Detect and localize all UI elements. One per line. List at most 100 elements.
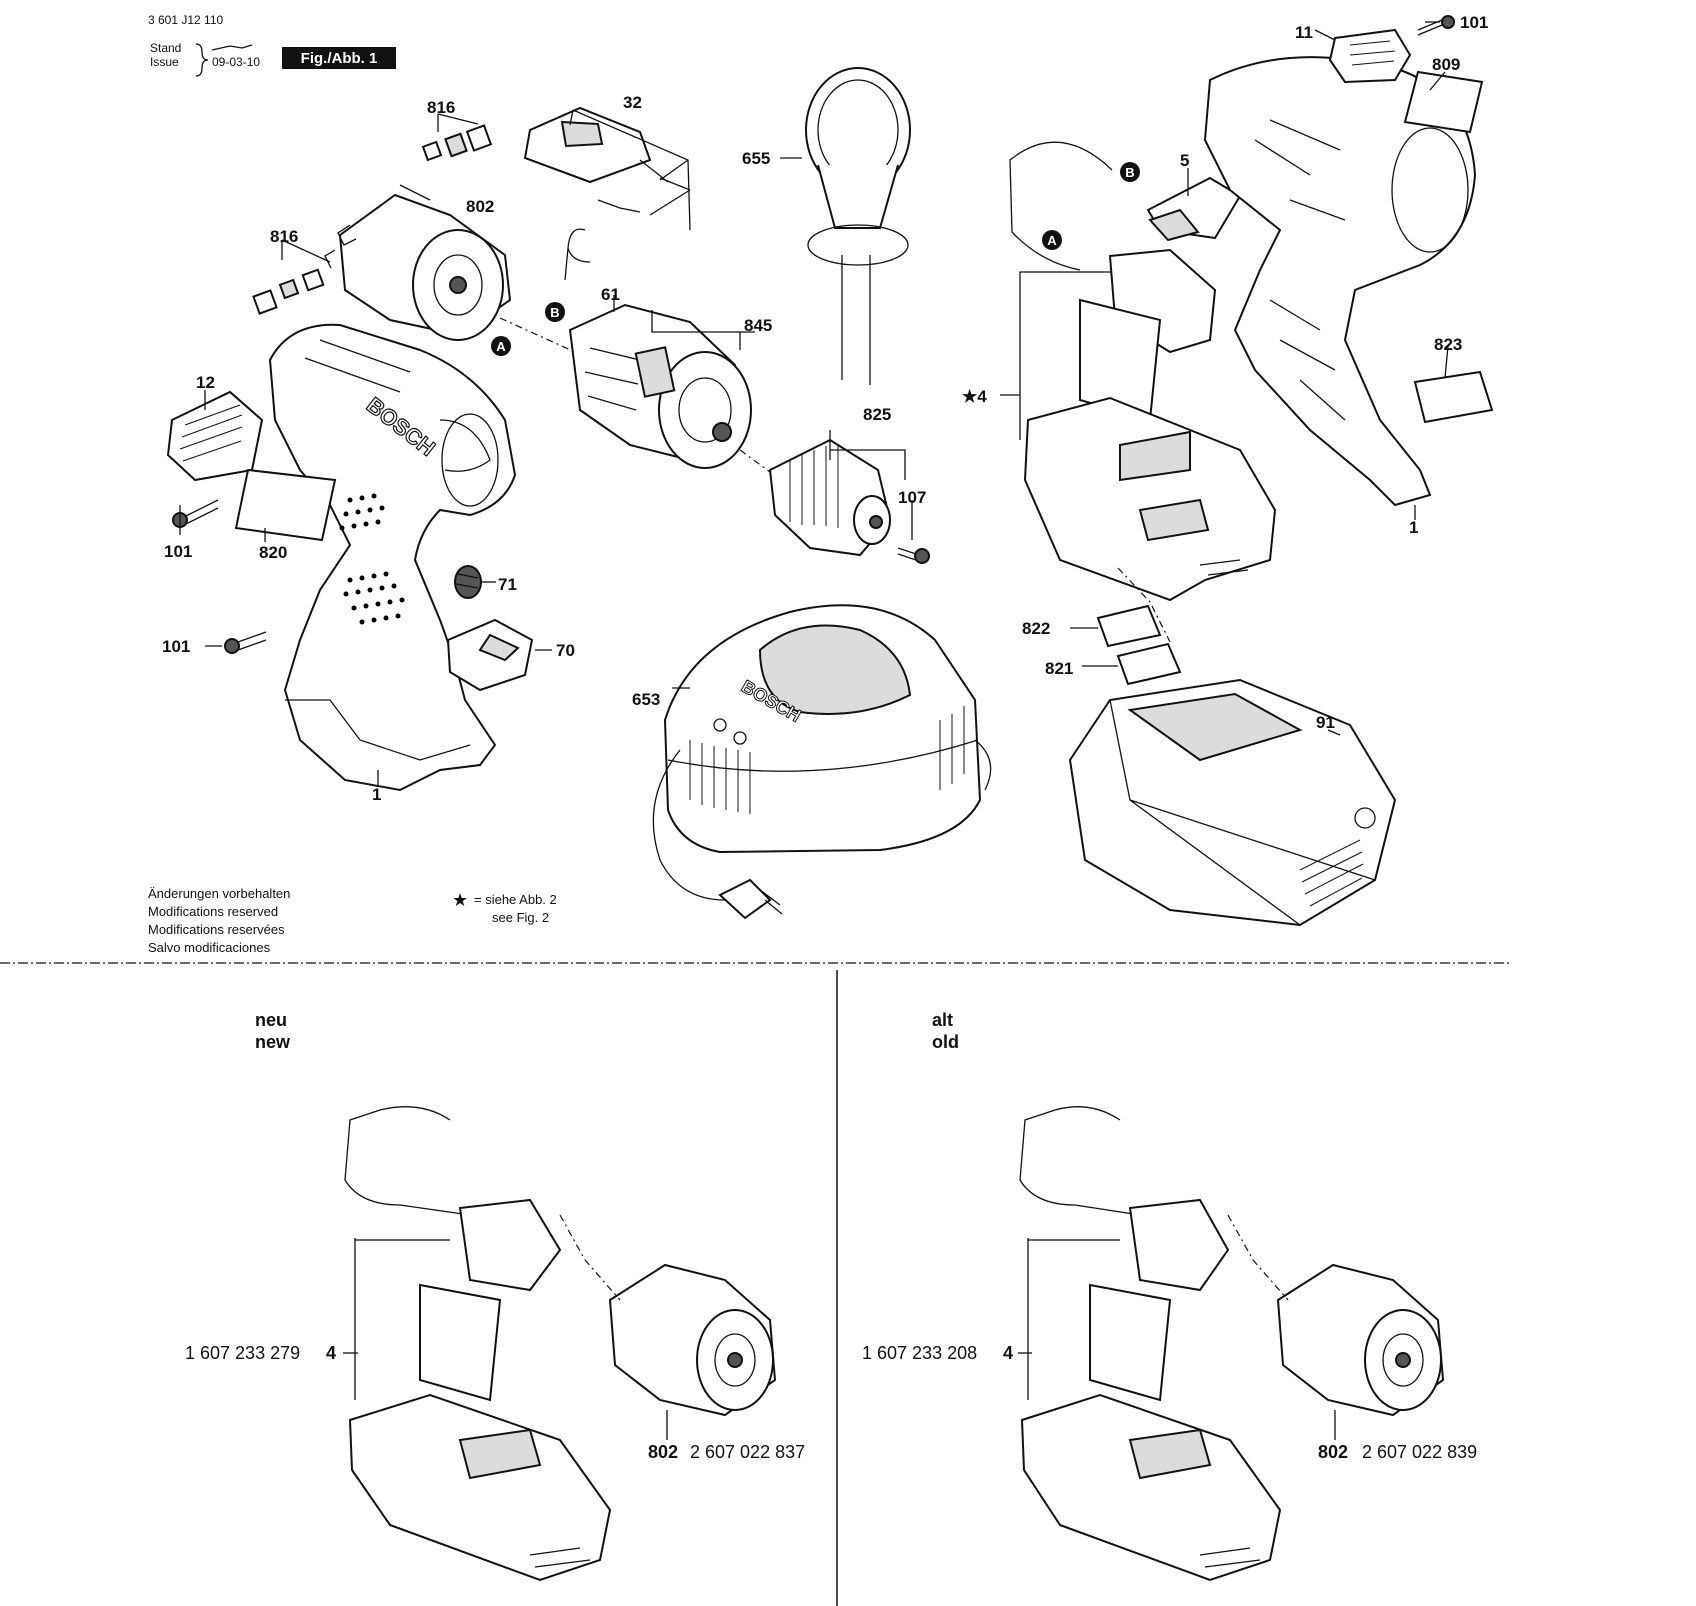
axis-motor-gearbox [499, 317, 576, 353]
label-821-drawing [1116, 642, 1182, 686]
stand-label: Stand [150, 41, 181, 55]
leader-lines-center [569, 109, 913, 540]
brush-holder-top [421, 124, 493, 162]
leader-lines-left [179, 113, 552, 785]
note-line-en: Modifications reserved [148, 904, 278, 919]
part-label-1-left: 1 [372, 785, 381, 804]
part-label-12: 12 [196, 373, 215, 392]
variant-old-module-drawing [1019, 1106, 1282, 1582]
issue-label: Issue [150, 55, 179, 69]
part-label-11: 11 [1295, 23, 1313, 42]
part-label-809: 809 [1432, 55, 1460, 74]
brace-icon [195, 43, 209, 77]
variant-old-label-en: old [932, 1032, 959, 1052]
svg-text:A: A [496, 339, 506, 354]
variant-new-module-leader [354, 1238, 450, 1400]
header: 3 601 J12 110 Stand Issue 09-03-10 Fig./… [148, 13, 396, 77]
part-label-5: 5 [1180, 151, 1189, 170]
part-labels: 816 32 802 816 61 845 655 12 825 107 101… [162, 13, 1488, 804]
label-820-drawing [234, 468, 337, 542]
marker-b-right: B [1120, 162, 1140, 182]
part-label-91: 91 [1316, 713, 1335, 732]
figure-badge: Fig./Abb. 1 [301, 50, 378, 67]
svg-text:A: A [1047, 233, 1057, 248]
drill-housing-assembly: BOSCH [166, 113, 552, 792]
variant-old-axis [1227, 1214, 1289, 1301]
variant-new-label-en: new [255, 1032, 291, 1052]
part-label-820: 820 [259, 543, 287, 562]
part-label-4: 4 [977, 387, 987, 406]
housing-half-1-drawing [1203, 56, 1477, 507]
star-marker: ★ [962, 387, 978, 406]
label-823-drawing [1413, 370, 1494, 424]
part-label-825: 825 [863, 405, 891, 424]
part-label-70: 70 [556, 641, 575, 660]
label-822-drawing [1096, 604, 1162, 648]
star-footnote: ★ = siehe Abb. 2 see Fig. 2 [452, 890, 557, 925]
variant-new-module-drawing [344, 1106, 612, 1582]
issue-date: 09-03-10 [212, 55, 260, 69]
note-line-es: Salvo modificaciones [148, 940, 271, 955]
part-label-101-top: 101 [1460, 13, 1488, 32]
marker-b-left: B [545, 302, 565, 322]
part-label-816-top: 816 [427, 98, 455, 117]
wire-harness-drawing [1009, 141, 1113, 271]
chuck-825-drawing [768, 438, 892, 557]
variant-new: neu new 1 607 233 279 4 802 2 607 022 83… [185, 1010, 805, 1582]
trigger-70-drawing [446, 618, 534, 692]
modification-notes: Änderungen vorbehalten Modifications res… [148, 886, 290, 955]
part-label-655: 655 [742, 149, 770, 168]
spring-71-drawing [454, 565, 482, 599]
struck-stand-value [211, 44, 253, 51]
variant-old-module-part-number: 1 607 233 208 [862, 1343, 977, 1363]
star-note-de: = siehe Abb. 2 [474, 892, 557, 907]
variant-new-module-part-number: 1 607 233 279 [185, 1343, 300, 1363]
variant-new-label-de: neu [255, 1010, 287, 1030]
switch-5-drawing [1146, 176, 1242, 242]
part-label-61: 61 [601, 285, 620, 304]
screw-107-drawing [897, 547, 930, 564]
variant-old-module-leader [1027, 1238, 1120, 1400]
charger-653-drawing: BOSCH [652, 604, 992, 920]
variant-old-motor-drawing [1276, 1263, 1445, 1417]
part-label-845: 845 [744, 316, 772, 335]
brush-holder-side [252, 268, 325, 315]
part-label-107: 107 [898, 488, 926, 507]
stand-655-drawing [805, 67, 911, 385]
figure-badge-background [282, 47, 396, 69]
variant-new-motor-position: 802 [648, 1442, 678, 1462]
variant-old-motor-position: 802 [1318, 1442, 1348, 1462]
connection-markers: A B B A [491, 162, 1140, 356]
variant-old-motor-part-number: 2 607 022 839 [1362, 1442, 1477, 1462]
variant-old-label-de: alt [932, 1010, 953, 1030]
leader-lines-right [1000, 21, 1449, 736]
marker-a-left: A [491, 336, 511, 356]
electronics-module-4-drawing [1023, 248, 1277, 602]
electronics-assembly [1000, 15, 1494, 927]
marker-a-right: A [1042, 230, 1062, 250]
housing-shell-drawing: BOSCH [268, 323, 517, 792]
label-809-drawing [1403, 70, 1484, 134]
part-label-802: 802 [466, 197, 494, 216]
motor-802-drawing [324, 193, 512, 341]
document-number: 3 601 J12 110 [148, 13, 224, 27]
note-line-de: Änderungen vorbehalten [148, 886, 290, 901]
part-label-32: 32 [623, 93, 642, 112]
variant-old-module-position: 4 [1003, 1343, 1013, 1363]
part-label-101-grip: 101 [162, 637, 190, 656]
screw-101-grip [224, 631, 267, 654]
svg-text:B: B [550, 305, 559, 320]
part-label-822: 822 [1022, 619, 1050, 638]
note-line-fr: Modifications reservées [148, 922, 285, 937]
gearbox-assembly [499, 67, 930, 564]
part-label-101-left: 101 [164, 542, 192, 561]
part-label-823: 823 [1434, 335, 1462, 354]
variant-new-motor-part-number: 2 607 022 837 [690, 1442, 805, 1462]
star-note-en: see Fig. 2 [492, 910, 549, 925]
star-icon: ★ [452, 890, 468, 911]
axis-module-labels [1117, 567, 1171, 643]
battery-pack-91-drawing [1068, 678, 1397, 927]
part-label-816-side: 816 [270, 227, 298, 246]
axis-gearbox-chuck [739, 449, 771, 473]
